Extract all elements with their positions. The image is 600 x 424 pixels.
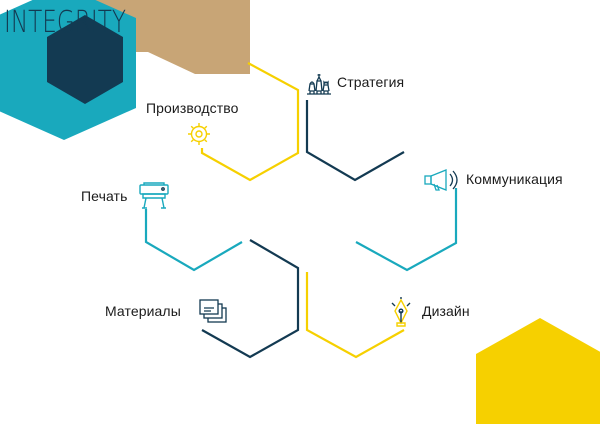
megaphone-icon xyxy=(424,169,458,191)
node-label-print: Печать xyxy=(81,188,128,204)
gear-icon xyxy=(188,123,210,145)
chess-pieces-icon xyxy=(307,74,331,95)
node-label-strategy: Стратегия xyxy=(337,74,405,90)
stacked-sheets-icon xyxy=(199,299,227,323)
integrity-logo: INTEGRITY xyxy=(4,5,126,40)
integrity-logo-text: INTEGRITY xyxy=(4,5,126,40)
node-label-materials: Материалы xyxy=(105,303,181,319)
connector-print xyxy=(144,209,243,272)
connector-lines xyxy=(144,62,458,359)
node-label-communication: Коммуникация xyxy=(466,171,563,187)
node-label-design: Дизайн xyxy=(422,303,470,319)
yellow-hexagon-decoration xyxy=(476,318,600,424)
connector-strategy xyxy=(305,100,405,182)
connector-design xyxy=(305,272,405,359)
connector-production xyxy=(200,62,300,182)
plotter-printer-icon xyxy=(139,182,169,209)
connector-materials xyxy=(201,239,300,359)
node-label-production: Производство xyxy=(146,100,239,116)
connector-communication xyxy=(355,188,458,272)
navy-hexagon-decoration xyxy=(47,15,123,104)
pen-nib-icon xyxy=(391,297,411,327)
